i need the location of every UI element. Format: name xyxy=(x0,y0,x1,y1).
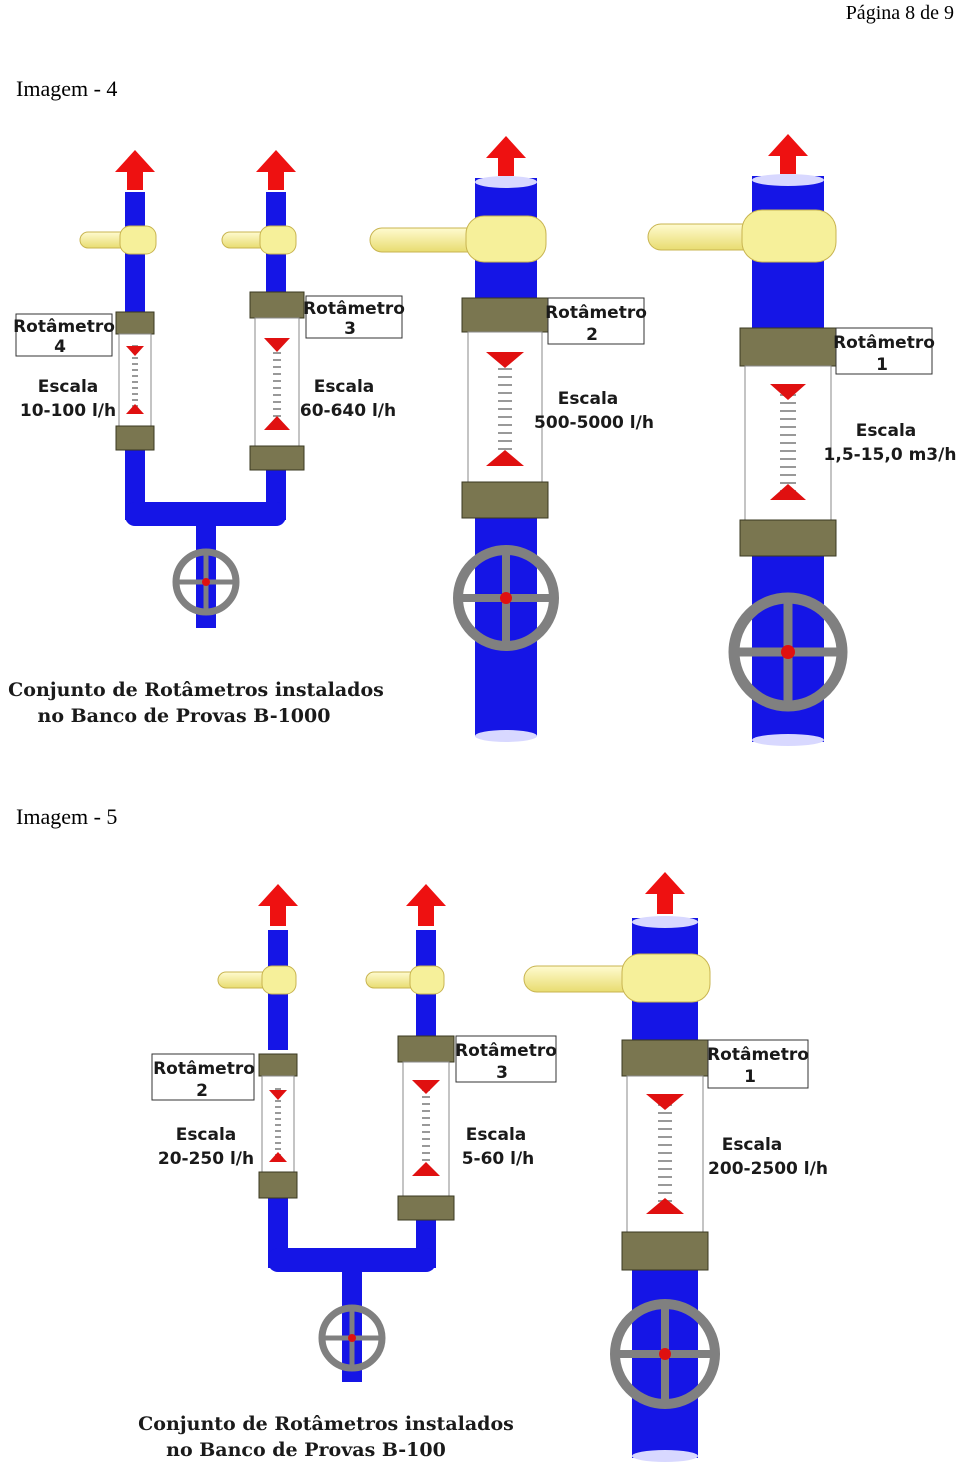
scale-value: 5-60 l/h xyxy=(462,1149,535,1169)
valve-handle xyxy=(365,965,445,995)
rotameter-1-assembly xyxy=(523,872,720,1462)
svg-text:Rotâmetro: Rotâmetro xyxy=(303,299,405,319)
up-arrow-icon xyxy=(768,134,808,174)
svg-text:1: 1 xyxy=(876,355,888,375)
label-rotameter-1: Rotâmetro 1 xyxy=(833,327,935,375)
svg-text:Rotâmetro: Rotâmetro xyxy=(833,333,935,353)
scale-label: Escala xyxy=(856,421,917,441)
figure-title-4: Imagem - 4 xyxy=(16,76,118,101)
rotameter-2-assembly xyxy=(369,136,559,742)
rotameter-3 xyxy=(249,291,305,471)
valve-wheel xyxy=(453,545,559,651)
svg-text:2: 2 xyxy=(586,325,598,345)
label-rotameter-3: Rotâmetro 3 xyxy=(455,1035,557,1083)
figure-caption-line1: Conjunto de Rotâmetros instalados xyxy=(8,679,384,701)
valve-wheel xyxy=(728,592,848,712)
svg-text:4: 4 xyxy=(54,337,66,357)
page-number: Página 8 de 9 xyxy=(845,2,954,24)
scale-value: 200-2500 l/h xyxy=(708,1159,828,1179)
scale-value: 10-100 l/h xyxy=(20,401,116,421)
figure-5-diagram: Rotâmetro 2 Escala 20-250 l/h Rotâmetro … xyxy=(138,872,828,1462)
figure-caption-line1: Conjunto de Rotâmetros instalados xyxy=(138,1413,514,1435)
figure-4-diagram: Rotâmetro 4 Escala 10-100 l/h Rotâmetro … xyxy=(8,134,957,746)
svg-text:Rotâmetro: Rotâmetro xyxy=(13,317,115,337)
svg-text:Rotâmetro: Rotâmetro xyxy=(707,1045,809,1065)
svg-text:2: 2 xyxy=(196,1081,208,1101)
figure-caption-line2: no Banco de Provas B-1000 xyxy=(38,705,331,727)
valve-wheel xyxy=(172,548,240,616)
scale-label: Escala xyxy=(176,1125,237,1145)
scale-value: 20-250 l/h xyxy=(158,1149,254,1169)
scale-value: 500-5000 l/h xyxy=(534,413,654,433)
up-arrow-icon xyxy=(406,884,446,926)
label-rotameter-1: Rotâmetro 1 xyxy=(707,1039,809,1089)
valve-handle xyxy=(79,225,157,255)
label-rotameter-4: Rotâmetro 4 xyxy=(13,313,115,357)
rotameter-1-assembly xyxy=(647,134,848,746)
up-arrow-icon xyxy=(115,150,155,190)
svg-text:Rotâmetro: Rotâmetro xyxy=(455,1041,557,1061)
svg-text:3: 3 xyxy=(344,319,356,339)
valve-wheel xyxy=(318,1304,386,1372)
figure-4: Rotâmetro 4 Escala 10-100 l/h Rotâmetro … xyxy=(0,130,960,750)
figure-caption-line2: no Banco de Provas B-100 xyxy=(166,1439,446,1461)
scale-label: Escala xyxy=(558,389,619,409)
rotameter-2 xyxy=(258,1053,298,1199)
svg-text:Rotâmetro: Rotâmetro xyxy=(153,1059,255,1079)
label-rotameter-2: Rotâmetro 2 xyxy=(151,1053,255,1101)
scale-label: Escala xyxy=(38,377,99,397)
rotameter-3 xyxy=(397,1035,455,1221)
label-rotameter-3: Rotâmetro 3 xyxy=(303,295,405,339)
manifold-group xyxy=(79,150,305,628)
valve-handle xyxy=(523,953,711,1003)
valve-handle xyxy=(221,225,297,255)
label-rotameter-2: Rotâmetro 2 xyxy=(545,297,647,345)
up-arrow-icon xyxy=(256,150,296,190)
svg-text:Rotâmetro: Rotâmetro xyxy=(545,303,647,323)
scale-label: Escala xyxy=(314,377,375,397)
figure-5: Rotâmetro 2 Escala 20-250 l/h Rotâmetro … xyxy=(0,860,960,1465)
manifold-group xyxy=(217,884,455,1382)
valve-wheel xyxy=(610,1299,720,1409)
up-arrow-icon xyxy=(258,884,298,926)
figure-title-5: Imagem - 5 xyxy=(16,804,118,829)
scale-value: 1,5-15,0 m3/h xyxy=(824,445,957,465)
scale-label: Escala xyxy=(722,1135,783,1155)
scale-label: Escala xyxy=(466,1125,527,1145)
scale-value: 60-640 l/h xyxy=(300,401,396,421)
up-arrow-icon xyxy=(645,872,685,914)
svg-text:1: 1 xyxy=(744,1067,756,1087)
valve-handle xyxy=(369,215,547,263)
valve-handle xyxy=(217,965,297,995)
valve-handle xyxy=(647,209,837,263)
up-arrow-icon xyxy=(486,136,526,176)
svg-text:3: 3 xyxy=(496,1063,508,1083)
rotameter-4 xyxy=(115,311,155,451)
